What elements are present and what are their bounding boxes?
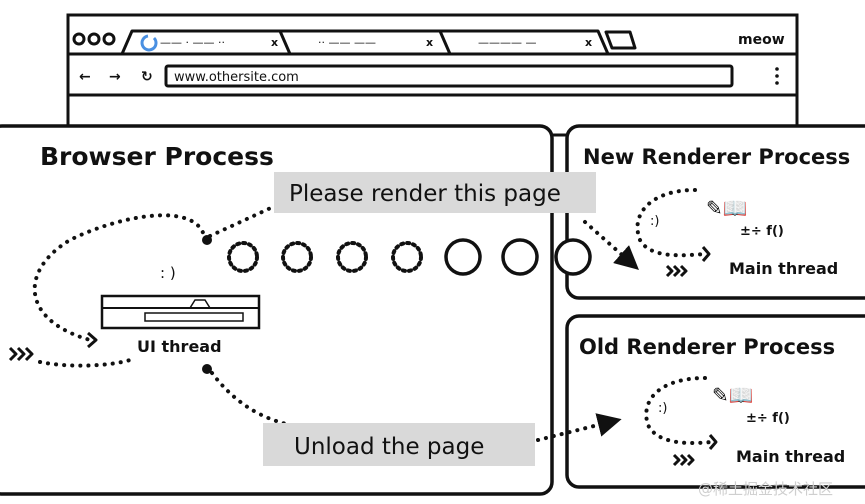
window-controls-icon[interactable] [72,32,116,46]
kebab-menu-icon[interactable] [775,67,779,85]
arrow-icon [701,246,711,262]
reload-icon[interactable]: ↻ [141,69,153,85]
tab-close-icon[interactable]: x [271,36,278,49]
anchor-dot [202,364,212,374]
main-thread-loop [635,188,707,258]
tab-title: ·· —— —— [318,36,376,49]
new-renderer-title: New Renderer Process [583,145,850,169]
ipc-message-circle [554,238,592,276]
tab-close-icon[interactable]: x [585,36,592,49]
dotted-line [38,358,132,368]
ipc-message-circles [227,238,539,276]
back-icon[interactable]: ← [79,69,91,85]
ui-thread-loop [32,213,207,342]
tools-book-icon: ✎📖 [712,383,754,407]
arrow-icon [708,434,718,450]
main-thread-label: Main thread [736,447,845,466]
chevrons-icon [665,264,688,278]
unload-message-label: Unload the page [263,423,535,466]
address-bar[interactable] [164,64,734,88]
function-icon: ±÷ f() [746,411,790,426]
smiley-face-icon: : ) [160,264,176,282]
chevrons-icon [672,453,695,467]
tab-close-icon[interactable]: x [426,36,433,49]
browser-process-title: Browser Process [40,142,274,171]
old-renderer-title: Old Renderer Process [579,335,835,359]
arrow-icon [87,331,98,349]
browser-window: —— · —— ·· x ·· —— —— x ———— — x meow ← … [66,13,799,137]
watermark: @稀土掘金技术社区 [698,480,833,498]
url-text: www.othersite.com [174,70,299,85]
chevrons-icon [8,346,34,362]
render-arrow [583,220,639,270]
profile-label: meow [738,32,785,48]
tab-title: ———— — [478,36,537,49]
tab-1[interactable]: —— · —— ·· x [120,29,292,55]
tab-3[interactable]: ———— — x [440,29,610,55]
old-renderer-process-box: Old Renderer Process :) ✎📖 ±÷ f() Main t… [565,314,865,489]
browser-process-box: Browser Process : ) UI thread [0,124,554,496]
function-icon: ±÷ f() [740,224,784,239]
mini-browser-icon [100,294,261,330]
main-thread-label: Main thread [729,259,838,278]
render-message-text: Please render this page [289,181,561,207]
new-tab-button[interactable] [604,30,637,50]
loading-spinner-icon [140,34,158,52]
smiley-face-icon: :) [650,214,659,229]
render-message-label: Please render this page [274,172,596,213]
main-thread-loop [644,376,714,445]
tab-title: —— · —— ·· [160,36,225,49]
new-renderer-process-box: New Renderer Process :) ✎📖 ±÷ f() Main t… [565,124,865,300]
ui-thread-label: UI thread [137,337,222,356]
smiley-face-icon: :) [658,401,667,416]
forward-icon[interactable]: → [109,69,121,85]
unload-message-text: Unload the page [294,434,484,460]
tools-book-icon: ✎📖 [706,196,748,220]
